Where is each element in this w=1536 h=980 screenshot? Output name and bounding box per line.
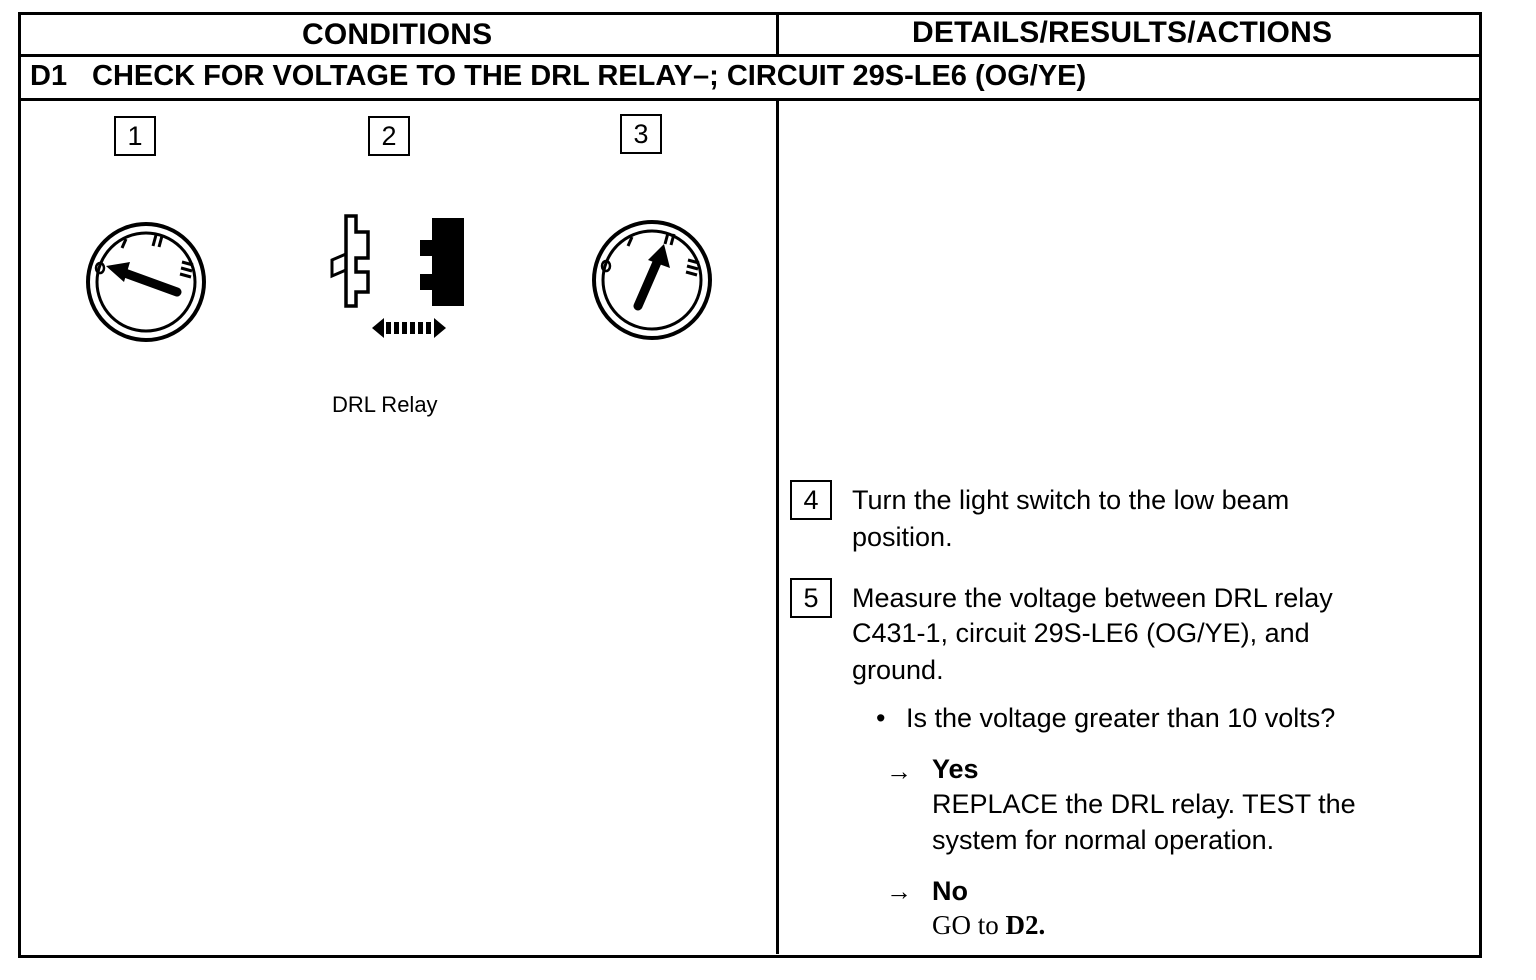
goto-text: GO to [932,910,999,940]
step-title: D1 CHECK FOR VOLTAGE TO THE DRL RELAY–; C… [30,60,1086,93]
yes-action-line-2: system for normal operation. [932,825,1275,855]
no-action: GO to D2. [932,910,1045,941]
details-header: DETAILS/RESULTS/ACTIONS [912,16,1333,49]
bullet-icon: • [876,703,886,733]
action-number-4: 4 [790,480,832,520]
step-title-text: CHECK FOR VOLTAGE TO THE DRL RELAY–; CIR… [92,60,1087,92]
relay-caption: DRL Relay [332,392,438,417]
yes-label: Yes [932,754,979,784]
ignition-switch-run-icon [592,220,712,340]
step-5-line-1: Measure the voltage between DRL relay [852,583,1333,613]
condition-number-2: 2 [368,116,410,156]
header-divider [18,54,1480,57]
no-arrow-icon: → [886,876,912,906]
step-title-divider [18,98,1480,101]
step-5-line-3: ground. [852,655,944,685]
condition-number-1: 1 [114,116,156,156]
no-label: No [932,876,968,906]
step-5-line-2: C431-1, circuit 29S-LE6 (OG/YE), and [852,618,1310,648]
step-code: D1 [30,60,68,92]
step-4-text: Turn the light switch to the low beam po… [852,485,1290,552]
yes-arrow-icon: → [886,756,912,786]
condition-number-3: 3 [620,114,662,154]
question-text: Is the voltage greater than 10 volts? [906,703,1336,733]
ignition-switch-off-icon [86,222,206,342]
column-divider-top [776,12,779,56]
action-number-5: 5 [790,578,832,618]
goto-target-link[interactable]: D2. [1005,910,1046,940]
procedure-table [18,12,1482,958]
conditions-header: CONDITIONS [302,18,493,51]
column-divider [776,98,779,954]
yes-action-line-1: REPLACE the DRL relay. TEST the [932,789,1356,819]
relay-connector-icon [330,214,464,338]
